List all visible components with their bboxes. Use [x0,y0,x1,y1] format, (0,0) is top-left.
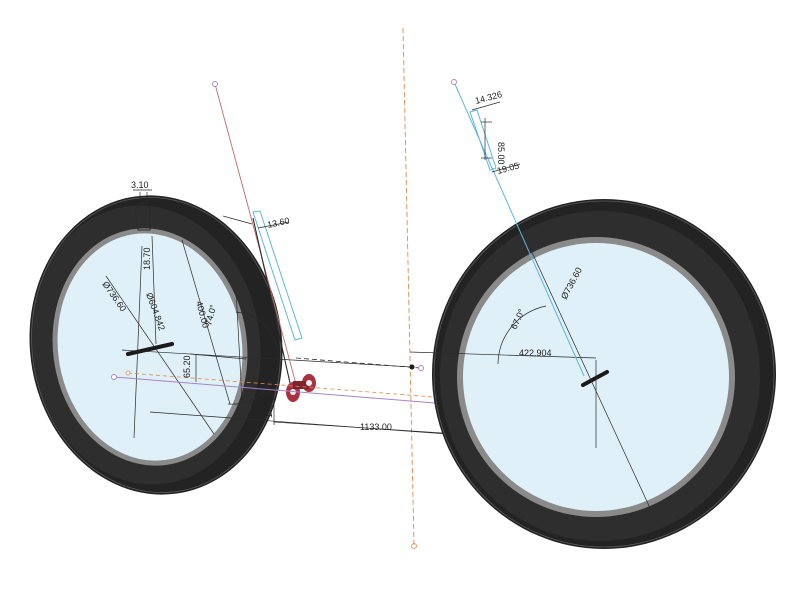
wheel-link-line [295,357,421,369]
rear-fork-endpoint[interactable] [451,79,457,85]
front-wheel[interactable] [10,179,301,511]
fork-offset-label[interactable]: 13.60 [266,215,290,229]
front-axle [126,342,174,356]
rear-fork-line [453,81,585,377]
ground-line-start[interactable] [125,370,131,376]
rear-top-width-label[interactable]: 14.326 [474,89,503,106]
rear-tire-highlight [433,200,775,548]
wheel-link-endpoint[interactable] [418,365,424,371]
steering-axis-line [214,83,297,385]
front-drop-label[interactable]: 65.20 [182,355,192,378]
rear-fork-slot[interactable] [469,109,497,171]
vertical-centerline [402,27,415,546]
rear-top-dimensions [471,101,521,173]
rear-axle [581,370,609,387]
small-top-dim-label[interactable]: 3.10 [131,180,149,190]
front-fork-slot[interactable] [252,210,303,341]
rear-construction [409,247,651,509]
rear-top-length-label[interactable]: 85.00 [496,142,506,165]
fork-leg-line [252,217,291,384]
axle-line-start[interactable] [111,374,117,380]
front-construction [105,215,597,446]
centerline-endpoint[interactable] [411,543,417,549]
front-tire-highlight [31,197,281,493]
wheel-link-point[interactable] [409,364,415,370]
fork-offset-dim-line [257,221,290,229]
wheelbase-label[interactable]: 1133.00 [360,422,392,432]
hub-drop-label[interactable]: 17.00 [264,395,274,418]
rear-horizontal-label[interactable]: 422.904 [519,348,552,358]
steering-axis-endpoint[interactable] [212,81,218,87]
front-hub[interactable] [286,374,316,402]
top-bracket[interactable] [133,189,152,231]
top-offset-dim-label[interactable]: 18.70 [142,247,152,270]
